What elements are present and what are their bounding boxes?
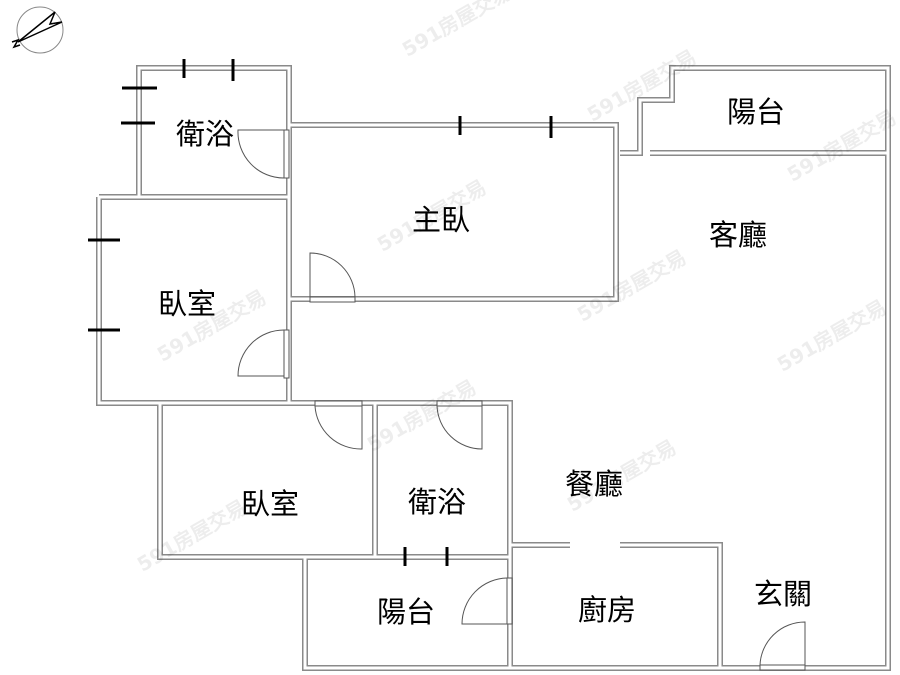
room-label-entrance: 玄關 bbox=[753, 577, 813, 611]
room-label-bedroom-bottom: 臥室 bbox=[240, 487, 300, 521]
walls bbox=[96, 65, 891, 671]
room-label-master-bedroom: 主臥 bbox=[411, 203, 471, 237]
room-label-balcony-top: 陽台 bbox=[726, 95, 786, 129]
compass-icon bbox=[11, 6, 64, 54]
room-label-kitchen: 廚房 bbox=[577, 593, 637, 627]
room-label-bedroom-left: 臥室 bbox=[157, 287, 217, 321]
room-label-living-room: 客廳 bbox=[708, 218, 768, 252]
room-label-bath-top: 衛浴 bbox=[175, 117, 235, 151]
room-label-balcony-bottom: 陽台 bbox=[376, 595, 436, 629]
room-label-dining-room: 餐廳 bbox=[564, 467, 624, 501]
doors bbox=[237, 129, 806, 671]
windows bbox=[88, 59, 553, 566]
room-label-bath-bottom: 衛浴 bbox=[407, 485, 467, 519]
